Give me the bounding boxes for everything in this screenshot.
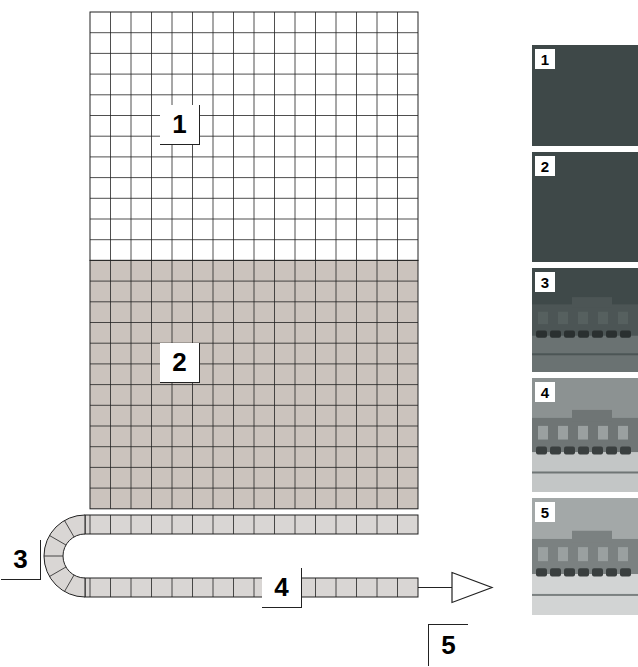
callout-number: 3 — [1, 540, 41, 580]
readout-thumbnail — [532, 45, 638, 146]
storage-area-grid — [90, 260, 418, 508]
callout-number: 4 — [262, 568, 302, 608]
output-line — [418, 587, 452, 588]
serial-register — [44, 515, 418, 597]
callout-number: 1 — [160, 105, 200, 145]
callout-number: 4 — [535, 382, 555, 402]
callout-number: 1 — [535, 49, 555, 69]
readout-thumbnail — [532, 378, 638, 492]
readout-thumbnail — [532, 268, 638, 372]
callout-number: 5 — [428, 624, 468, 666]
readout-thumbnail — [532, 152, 638, 262]
image-area-grid — [90, 12, 418, 260]
callout-number: 3 — [535, 272, 555, 292]
callout-number: 2 — [535, 156, 555, 176]
callout-number: 5 — [535, 502, 555, 522]
output-amplifier — [452, 573, 492, 603]
readout-thumbnail — [532, 498, 638, 615]
callout-number: 2 — [160, 343, 200, 383]
